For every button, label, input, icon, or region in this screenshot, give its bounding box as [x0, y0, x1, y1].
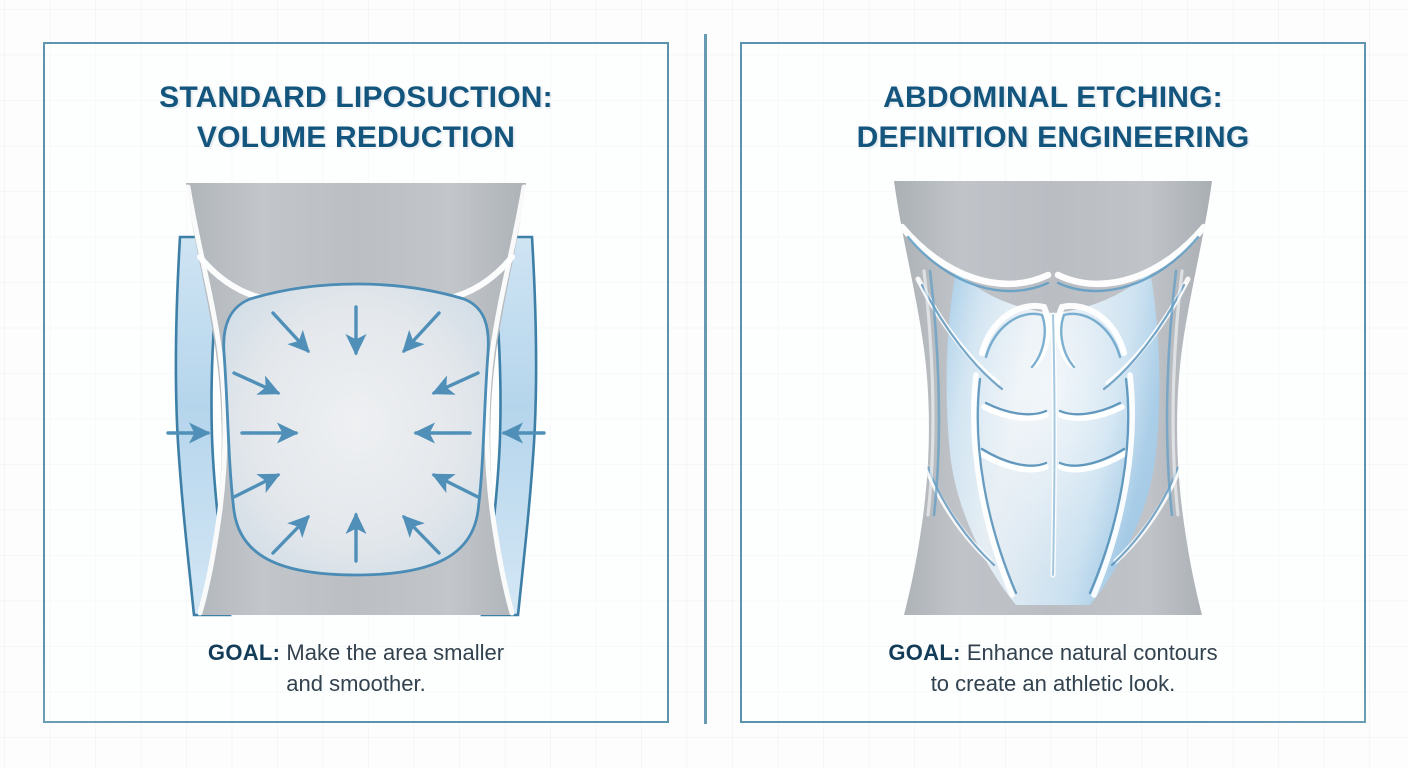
- panel-right-goal-label: GOAL:: [888, 639, 961, 665]
- panel-left-goal-text-line1: Make the area smaller: [286, 639, 505, 665]
- panel-left-caption: GOAL: Make the area smaller and smoother…: [70, 637, 642, 721]
- panel-left-title: STANDARD LIPOSUCTION: VOLUME REDUCTION: [61, 78, 652, 157]
- panel-right-title: ABDOMINAL ETCHING: DEFINITION ENGINEERIN…: [758, 78, 1349, 157]
- panel-right-title-line2: DEFINITION ENGINEERING: [856, 120, 1250, 154]
- panel-standard-liposuction: STANDARD LIPOSUCTION: VOLUME REDUCTION: [43, 42, 669, 723]
- panel-right-caption: GOAL: Enhance natural contours to create…: [767, 637, 1339, 721]
- panel-left-title-line2: VOLUME REDUCTION: [196, 120, 516, 154]
- panel-right-title-line1: ABDOMINAL ETCHING:: [883, 81, 1223, 114]
- linea-alba: [1050, 312, 1057, 578]
- torso-muscle-definition-diagram: [894, 181, 1212, 616]
- panel-right-goal-text-line1: Enhance natural contours: [966, 639, 1218, 665]
- panel-left-goal-text-line2: and smoother.: [286, 670, 426, 696]
- panel-right-goal-text-line2: to create an athletic look.: [930, 670, 1176, 696]
- panel-divider: [704, 34, 707, 724]
- panel-right-illustration-wrap: [742, 157, 1364, 636]
- panel-left-illustration-wrap: [45, 157, 667, 636]
- panel-abdominal-etching: ABDOMINAL ETCHING: DEFINITION ENGINEERIN…: [740, 42, 1366, 723]
- panel-left-goal-label: GOAL:: [207, 639, 281, 665]
- panel-left-title-line1: STANDARD LIPOSUCTION:: [159, 81, 553, 114]
- torso-volume-reduction-diagram: [166, 183, 546, 617]
